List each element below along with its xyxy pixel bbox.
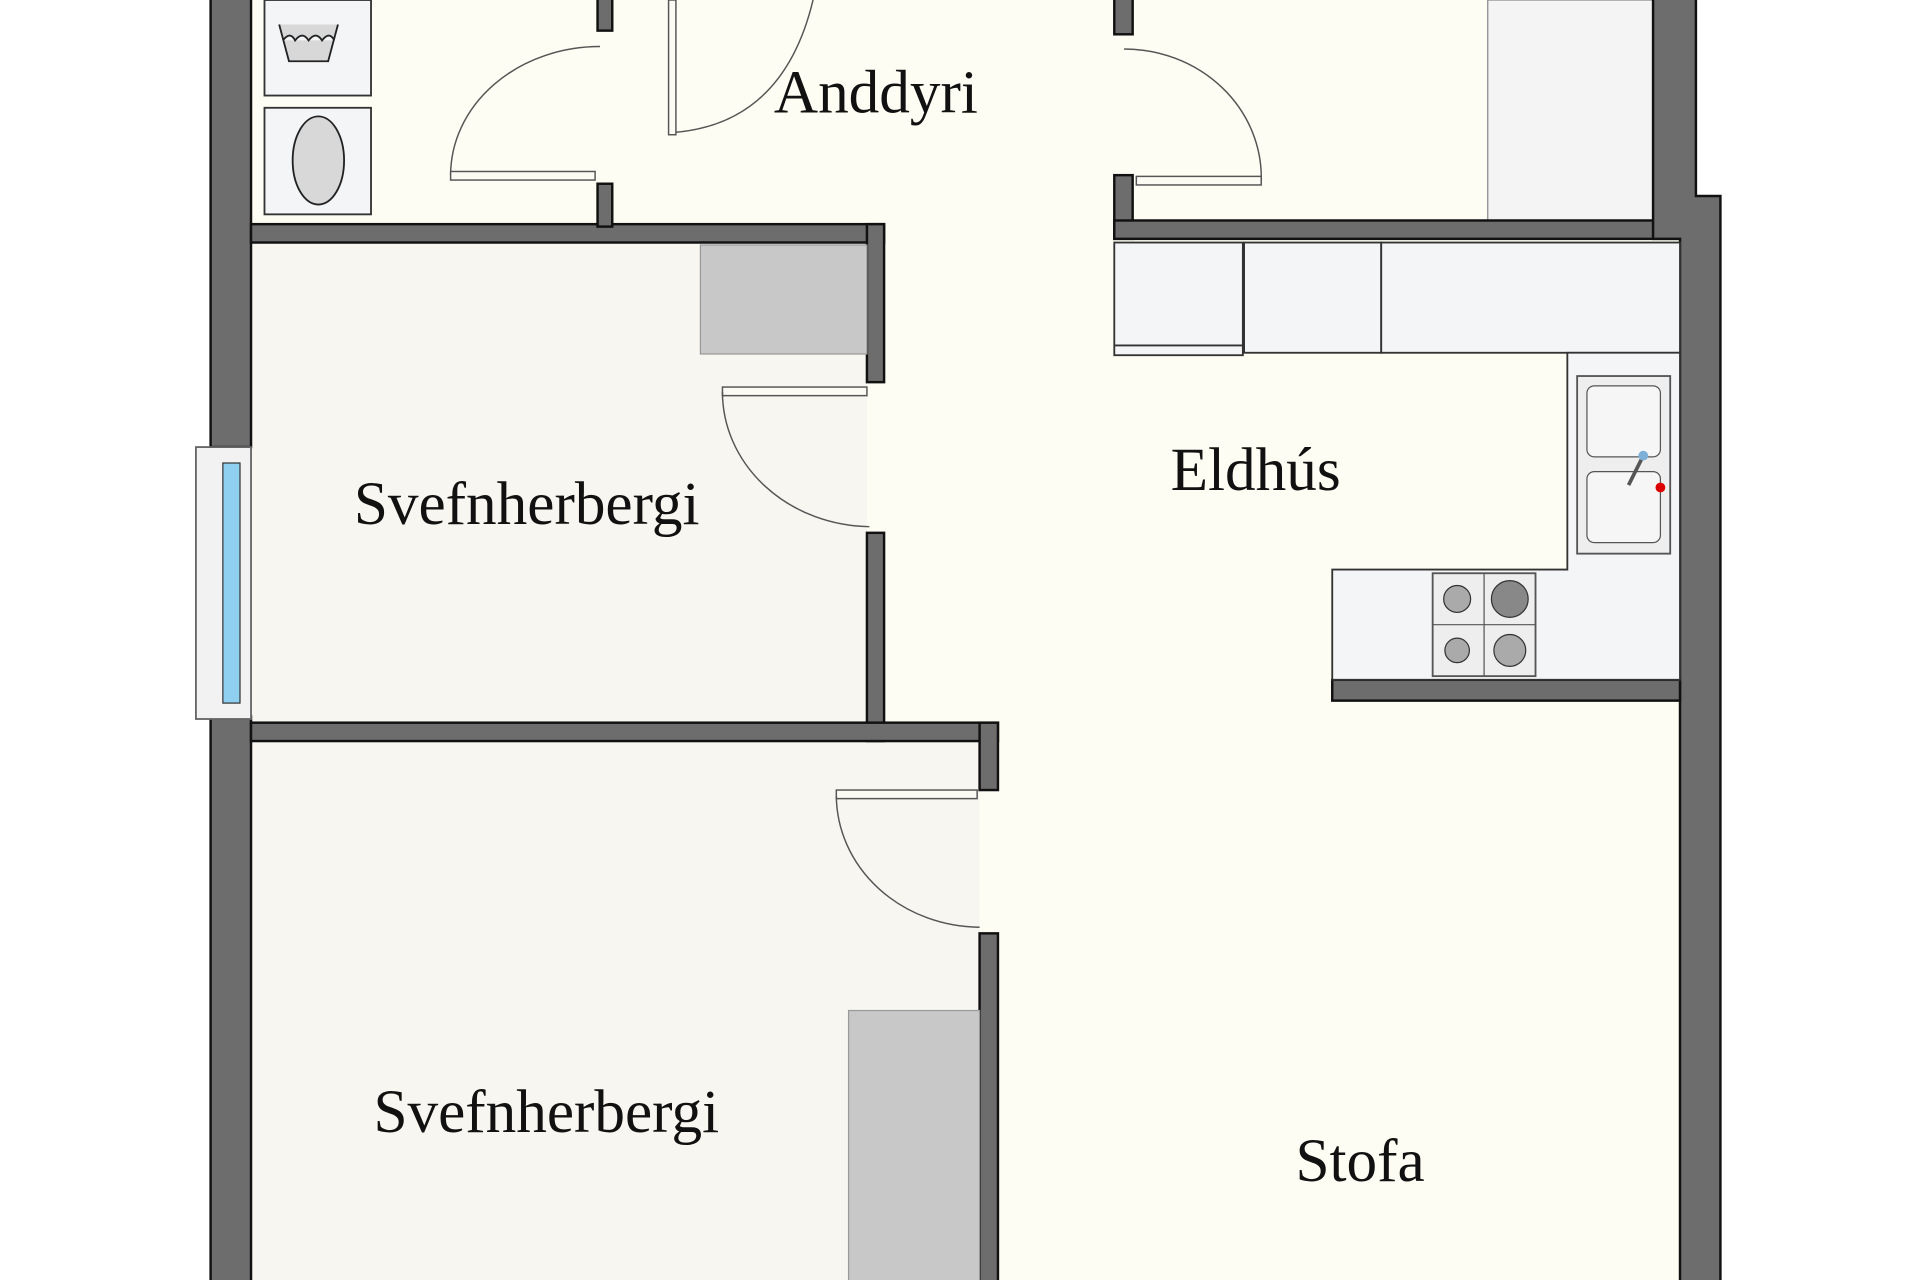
- room-label-bedroom-2: Svefnherbergi: [373, 1078, 719, 1146]
- door-laundry: [449, 45, 601, 181]
- room-label-bedroom-1: Svefnherbergi: [354, 470, 700, 538]
- sink-icon: [1576, 375, 1672, 555]
- door-front: [667, 0, 814, 136]
- washing-machine-icon: [263, 0, 372, 97]
- closet-bedroom-2: [847, 1009, 981, 1280]
- room-label-kitchen: Eldhús: [1171, 436, 1341, 504]
- stove-icon: [1431, 572, 1537, 678]
- door-bedroom-1: [721, 386, 870, 528]
- door-top-right: [1124, 48, 1262, 186]
- room-label-entrance: Anddyri: [774, 59, 978, 127]
- closet-bedroom-1: [699, 244, 868, 355]
- window: [195, 446, 252, 720]
- walls: [209, 0, 1722, 1280]
- top-right-panel: [1487, 0, 1654, 222]
- room-label-living-room: Stofa: [1296, 1127, 1425, 1195]
- dryer-icon: [263, 106, 372, 216]
- door-bedroom-2: [835, 789, 980, 928]
